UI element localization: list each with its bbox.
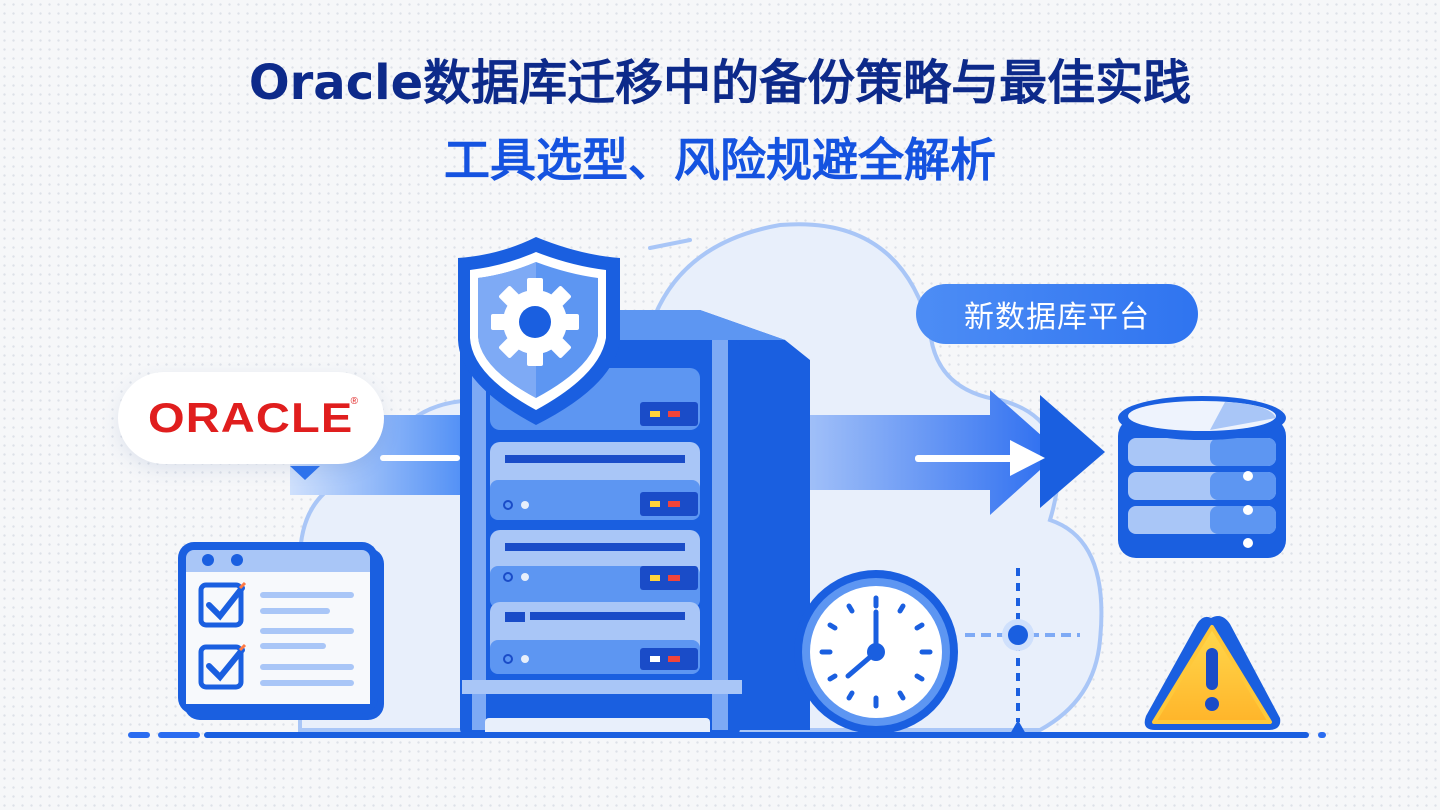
target-platform-label: 新数据库平台 — [916, 284, 1198, 344]
server-unit — [490, 602, 700, 674]
clock-icon — [794, 570, 958, 734]
warning-triangle-icon — [1144, 616, 1281, 730]
target-marker-icon — [965, 568, 1080, 734]
oracle-logo: ORACLE — [148, 394, 354, 441]
checklist-window-icon — [178, 542, 384, 720]
page-title: Oracle数据库迁移中的备份策略与最佳实践 — [248, 55, 1192, 111]
server-rack-icon — [460, 310, 810, 738]
database-stack-icon — [1118, 396, 1286, 558]
registered-mark: ® — [350, 396, 358, 407]
server-unit — [490, 530, 700, 608]
baseline — [128, 732, 1326, 738]
migration-arrow-icon — [750, 390, 1105, 515]
oracle-source-badge: ORACLE ® — [118, 372, 384, 464]
page-subtitle: 工具选型、风险规避全解析 — [444, 133, 996, 187]
server-unit — [490, 442, 700, 520]
shield-gear-icon — [458, 237, 620, 425]
